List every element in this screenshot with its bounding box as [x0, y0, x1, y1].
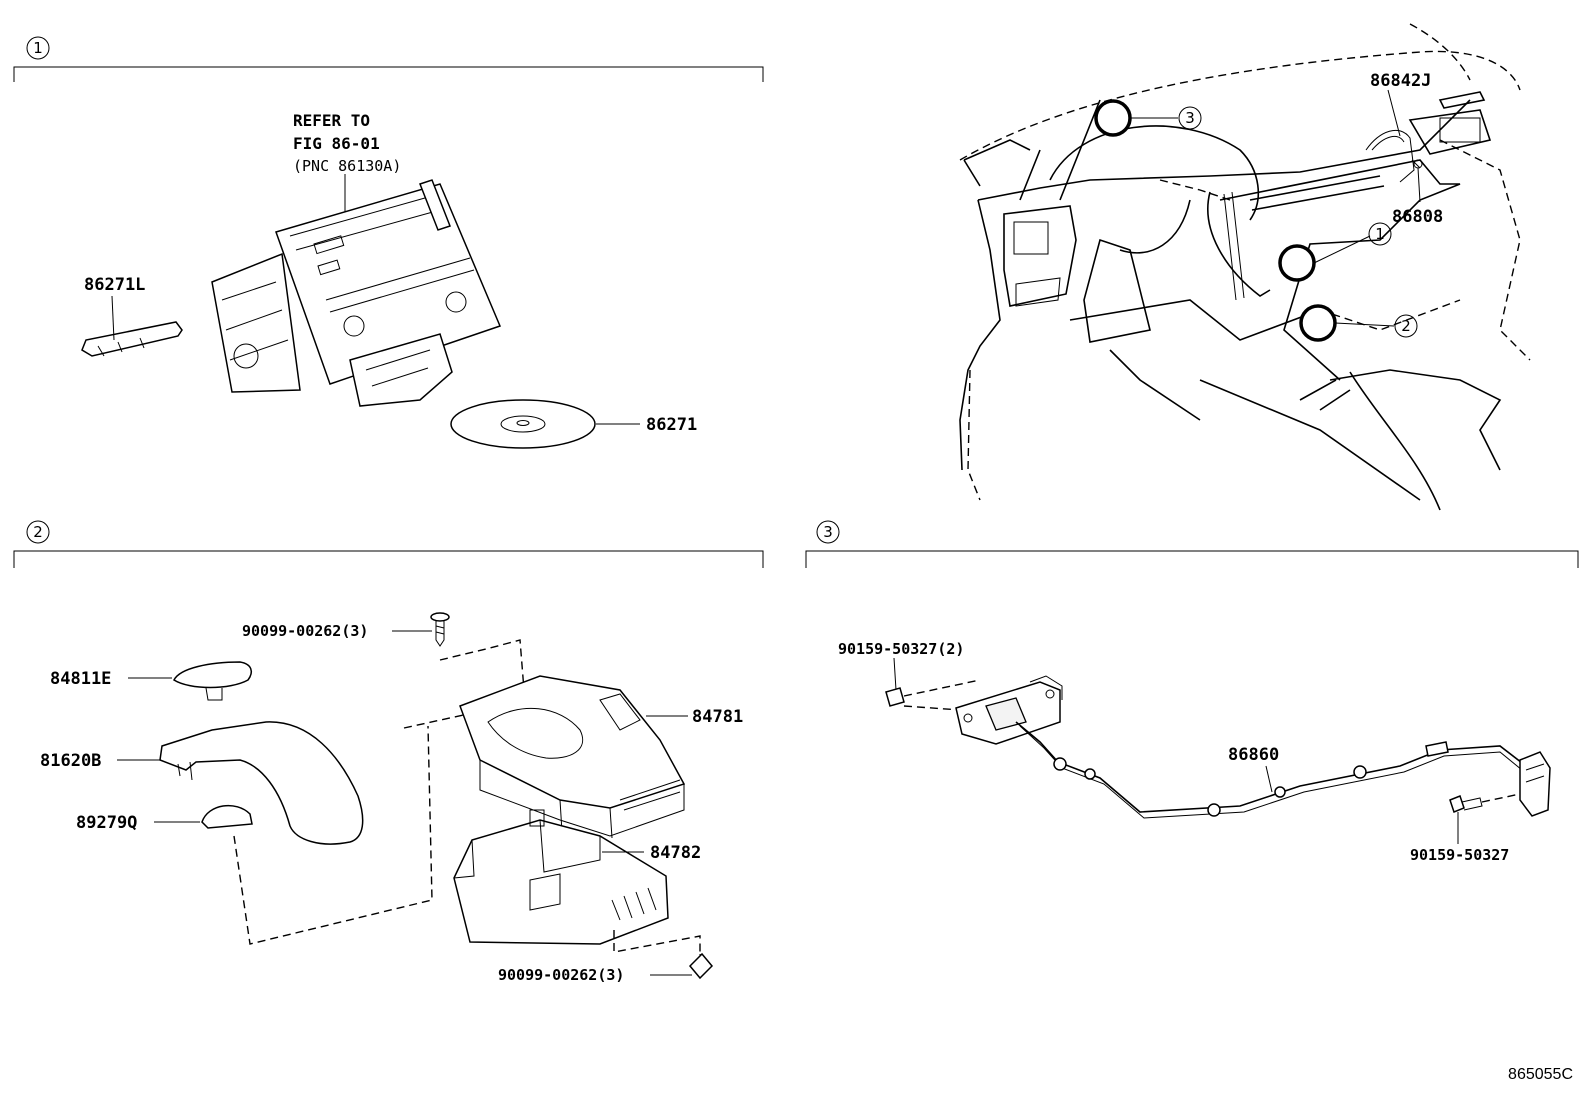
- part-84811E-knob: [128, 661, 253, 701]
- callout-2-number: 2: [1401, 317, 1411, 335]
- section-3: 3 90159-50327(2): [805, 520, 1579, 864]
- label-84811E: 84811E: [50, 669, 111, 689]
- screw-bottom-icon: [650, 952, 714, 980]
- location-circle-3: [1094, 99, 1132, 137]
- section-1: 1 REFER TO FIG 86-01 (PNC 86130A): [13, 36, 764, 449]
- part-86860-cable: [1015, 721, 1551, 819]
- part-89279Q: [154, 804, 253, 829]
- label-86271L: 86271L: [84, 275, 145, 295]
- callout-3-number: 3: [1185, 109, 1195, 127]
- label-86271: 86271: [646, 415, 697, 435]
- section-2-marker: [26, 520, 50, 544]
- location-circle-1: [1278, 244, 1316, 282]
- figure-code: 865055C: [1508, 1066, 1573, 1083]
- part-84781-housing: [459, 675, 688, 839]
- section-1-marker: [26, 36, 50, 60]
- label-screw-top: 90099-00262(3): [242, 622, 368, 640]
- callout-1: [1368, 222, 1392, 246]
- label-89279Q: 89279Q: [76, 813, 137, 833]
- section-2-bracket: [13, 550, 764, 568]
- section-2-number: 2: [33, 523, 43, 541]
- part-81620B-cover: [117, 721, 364, 845]
- callout-1-number: 1: [1375, 225, 1385, 243]
- part-86271-disc: [450, 399, 640, 449]
- part-86860-bracket: [955, 675, 1063, 745]
- refer-note-line1: REFER TO: [293, 111, 370, 130]
- label-84781: 84781: [692, 707, 743, 727]
- refer-note-line2: FIG 86-01: [293, 134, 380, 153]
- screw-right-icon: [1449, 793, 1521, 844]
- label-screw-right: 90159-50327: [1410, 846, 1509, 864]
- label-86860: 86860: [1228, 745, 1279, 765]
- section-1-bracket: [13, 66, 764, 82]
- label-screw-left: 90159-50327(2): [838, 640, 964, 658]
- callout-3: [1178, 106, 1202, 130]
- dashboard-overview: 3 1 2: [959, 23, 1531, 511]
- section-3-bracket: [805, 550, 1579, 568]
- label-81620B: 81620B: [40, 751, 101, 771]
- part-86271L-bracket: [81, 295, 183, 357]
- label-86842J: 86842J: [1370, 71, 1431, 91]
- section-2: 2 90099-00262(3) 84811E 81620B: [13, 520, 764, 984]
- label-86808: 86808: [1392, 207, 1443, 227]
- refer-note-line3: (PNC 86130A): [293, 157, 401, 175]
- section-1-number: 1: [33, 39, 43, 57]
- audio-head-unit: [211, 179, 502, 407]
- section-3-number: 3: [823, 523, 833, 541]
- screw-top-icon: [392, 612, 450, 647]
- screw-left-icon: [885, 657, 981, 711]
- part-84782-shifter: [453, 809, 669, 945]
- callout-2: [1394, 314, 1418, 338]
- section-3-marker: [816, 520, 840, 544]
- label-84782: 84782: [650, 843, 701, 863]
- location-circle-2: [1299, 304, 1337, 342]
- label-screw-bottom: 90099-00262(3): [498, 966, 624, 984]
